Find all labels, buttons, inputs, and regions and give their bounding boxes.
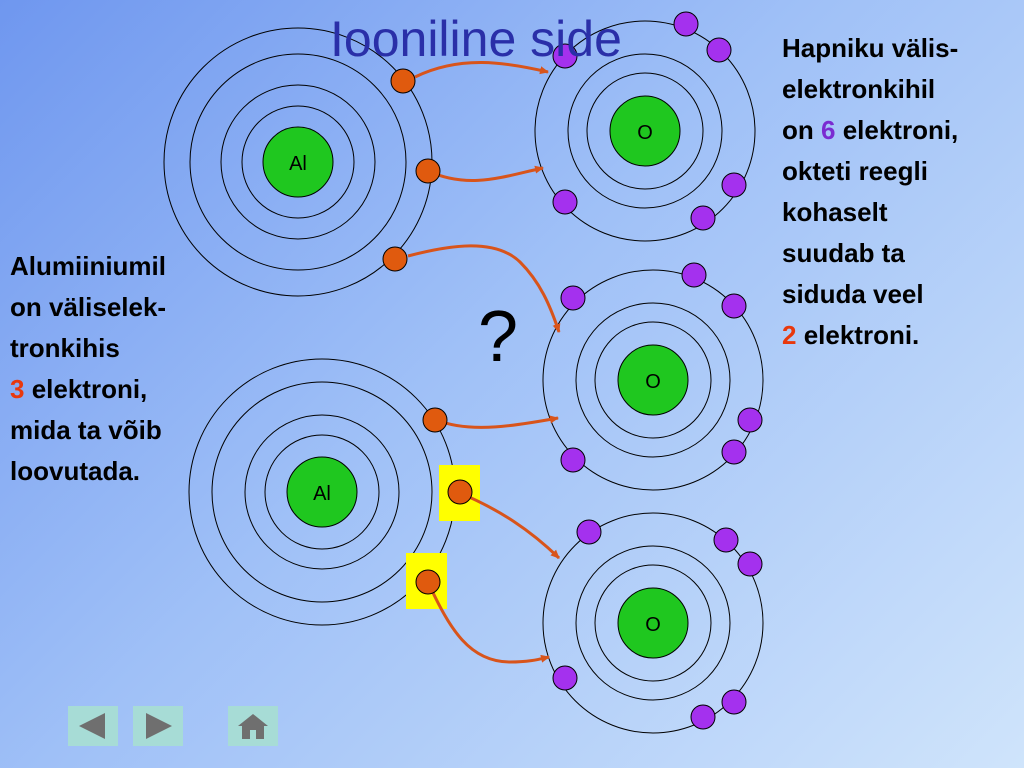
arrow-5 bbox=[459, 491, 561, 560]
right-line: kohaselt bbox=[782, 197, 888, 227]
next-slide-button[interactable] bbox=[133, 706, 183, 746]
right-line-rest: elektroni, bbox=[835, 115, 959, 145]
o-middle-label: O bbox=[645, 371, 661, 393]
arrow-6 bbox=[426, 581, 550, 664]
al-bottom-nucleus bbox=[286, 456, 358, 528]
left-line-rest: elektroni, bbox=[24, 374, 148, 404]
question-mark: ? bbox=[478, 297, 519, 377]
left-line: on väliselek- bbox=[10, 292, 167, 322]
al-electron bbox=[415, 569, 441, 595]
o-bottom-shell-inner bbox=[594, 564, 712, 682]
o-electron bbox=[721, 172, 747, 198]
o-electron bbox=[706, 37, 732, 63]
o-middle-shell-inner bbox=[594, 321, 712, 439]
o-top-shell-inner bbox=[586, 72, 704, 190]
o-electron bbox=[721, 293, 747, 319]
o-atom-bottom bbox=[542, 512, 764, 734]
o-bottom-nucleus bbox=[617, 587, 689, 659]
o-electron bbox=[737, 407, 763, 433]
o-electron bbox=[721, 689, 747, 715]
al-bottom-shell-2 bbox=[211, 381, 433, 603]
electron-count-3: 3 bbox=[10, 374, 25, 404]
o-electron bbox=[552, 665, 578, 691]
o-middle-nucleus bbox=[617, 344, 689, 416]
o-electron bbox=[690, 704, 716, 730]
right-line-pre: on bbox=[782, 115, 821, 145]
right-line-rest: elektroni. bbox=[796, 320, 920, 350]
home-button[interactable] bbox=[228, 706, 278, 746]
al-electron bbox=[390, 68, 416, 94]
left-line: 3 elektroni, bbox=[10, 369, 166, 410]
o-top-shell-middle bbox=[567, 53, 723, 209]
right-line: siduda veel bbox=[782, 279, 924, 309]
o-electron bbox=[552, 43, 578, 69]
arrow-1 bbox=[414, 61, 549, 79]
arrow-3 bbox=[407, 244, 561, 333]
o-electron bbox=[681, 262, 707, 288]
left-line: loovutada. bbox=[10, 456, 141, 486]
right-line: okteti reegli bbox=[782, 156, 928, 186]
prev-slide-button[interactable] bbox=[68, 706, 118, 746]
o-electrons bbox=[552, 11, 763, 730]
o-atom-top bbox=[534, 20, 756, 242]
o-electron bbox=[576, 519, 602, 545]
slide-title: Iooniline side bbox=[330, 11, 622, 67]
o-electron bbox=[673, 11, 699, 37]
arrow-4 bbox=[436, 415, 559, 429]
o-bottom-shell-outer bbox=[542, 512, 764, 734]
left-line: Alumiiniumil bbox=[10, 251, 166, 281]
o-middle-shell-middle bbox=[575, 302, 731, 458]
al-bottom-shell-inner bbox=[264, 434, 380, 550]
o-electron bbox=[690, 205, 716, 231]
o-electron bbox=[560, 447, 586, 473]
o-electron bbox=[552, 189, 578, 215]
o-electron bbox=[737, 551, 763, 577]
al-electron bbox=[382, 246, 408, 272]
right-line: Hapniku välis- bbox=[782, 33, 959, 63]
o-electron bbox=[560, 285, 586, 311]
left-line: mida ta võib bbox=[10, 415, 162, 445]
al-electron bbox=[415, 158, 441, 184]
o-top-shell-outer bbox=[534, 20, 756, 242]
o-electron bbox=[721, 439, 747, 465]
o-bottom-label: O bbox=[645, 614, 661, 636]
o-atom-middle bbox=[542, 269, 764, 491]
oxygen-description: Hapniku välis- elektronkihil on 6 elektr… bbox=[782, 28, 958, 356]
al-electron bbox=[447, 479, 473, 505]
right-line: 2 elektroni. bbox=[782, 315, 958, 356]
al-electron bbox=[422, 407, 448, 433]
right-line: elektronkihil bbox=[782, 74, 936, 104]
o-electron bbox=[713, 527, 739, 553]
left-line: tronkihis bbox=[10, 333, 120, 363]
arrow-2 bbox=[427, 165, 544, 182]
o-bottom-shell-middle bbox=[575, 545, 731, 701]
al-electrons bbox=[382, 68, 473, 595]
aluminium-description: Alumiiniumil on väliselek- tronkihis 3 e… bbox=[10, 246, 166, 492]
electron-count-6: 6 bbox=[821, 115, 836, 145]
right-line: suudab ta bbox=[782, 238, 905, 268]
o-top-nucleus bbox=[609, 95, 681, 167]
al-top-shell-3 bbox=[220, 84, 376, 240]
electron-count-2: 2 bbox=[782, 320, 797, 350]
al-top-shell-2 bbox=[189, 53, 407, 271]
al-bottom-shell-3 bbox=[244, 414, 400, 570]
electron-transfer-arrows bbox=[407, 61, 561, 664]
triangle-right-icon bbox=[146, 713, 172, 739]
triangle-left-icon bbox=[79, 713, 105, 739]
al-bottom-label: Al bbox=[313, 483, 331, 505]
right-line: on 6 elektroni, bbox=[782, 110, 958, 151]
al-atom-bottom bbox=[188, 358, 456, 626]
o-middle-shell-outer bbox=[542, 269, 764, 491]
al-top-label: Al bbox=[289, 153, 307, 175]
al-top-shell-inner bbox=[241, 105, 355, 219]
o-top-label: O bbox=[637, 122, 653, 144]
al-top-nucleus bbox=[262, 126, 334, 198]
house-icon bbox=[238, 714, 268, 739]
